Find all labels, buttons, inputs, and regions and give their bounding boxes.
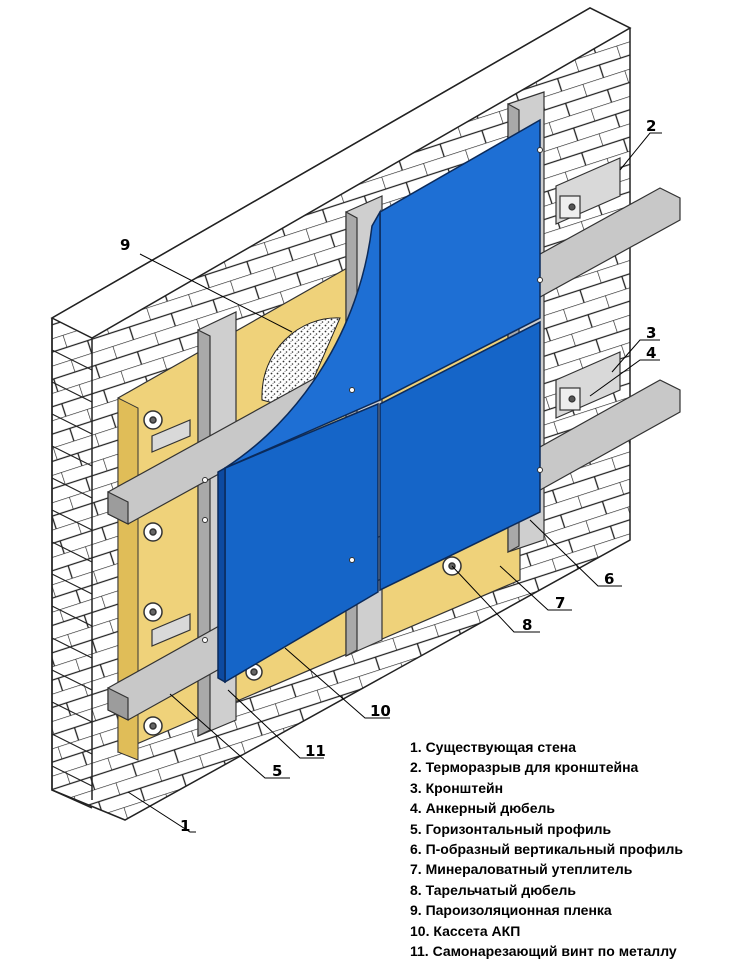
callout-6: 6 xyxy=(604,570,614,588)
self-tapping-screws xyxy=(202,147,543,643)
brackets xyxy=(151,157,621,647)
callout-9: 9 xyxy=(120,236,130,254)
callout-4: 4 xyxy=(646,344,656,362)
callout-8: 8 xyxy=(522,616,532,634)
acp-cassettes xyxy=(217,118,541,684)
callout-11: 11 xyxy=(305,742,326,760)
callout-10: 10 xyxy=(370,702,391,720)
legend-item: 9. Пароизоляционная пленка xyxy=(410,902,612,919)
callout-1: 1 xyxy=(180,817,190,835)
legend-item: 5. Горизонтальный профиль xyxy=(410,820,612,837)
legend-item: 8. Тарельчатый дюбель xyxy=(410,881,576,898)
legend-item: 3. Кронштейн xyxy=(410,779,504,796)
legend-item: 1. Существующая стена xyxy=(410,739,577,755)
callout-numbers: 1 2 3 4 5 6 7 8 9 10 11 xyxy=(120,117,656,835)
legend-item: 6. П-образный вертикальный профиль xyxy=(410,841,684,858)
legend-item: 11. Самонарезающий винт по металлу xyxy=(410,943,677,960)
vapor-barrier-film xyxy=(261,317,341,411)
callout-3: 3 xyxy=(646,324,656,342)
leader-lines xyxy=(127,132,662,833)
legend-item: 10. Кассета АКП xyxy=(410,922,521,939)
legend-item: 7. Минераловатный утеплитель xyxy=(410,861,633,878)
callout-2: 2 xyxy=(646,117,656,135)
legend-item: 2. Терморазрыв для кронштейна xyxy=(410,759,639,776)
legend-item: 4. Анкерный дюбель xyxy=(410,800,555,817)
legend: 1. Существующая стена 2. Терморазрыв для… xyxy=(410,737,728,961)
callout-5: 5 xyxy=(272,762,282,780)
callout-7: 7 xyxy=(555,594,565,612)
